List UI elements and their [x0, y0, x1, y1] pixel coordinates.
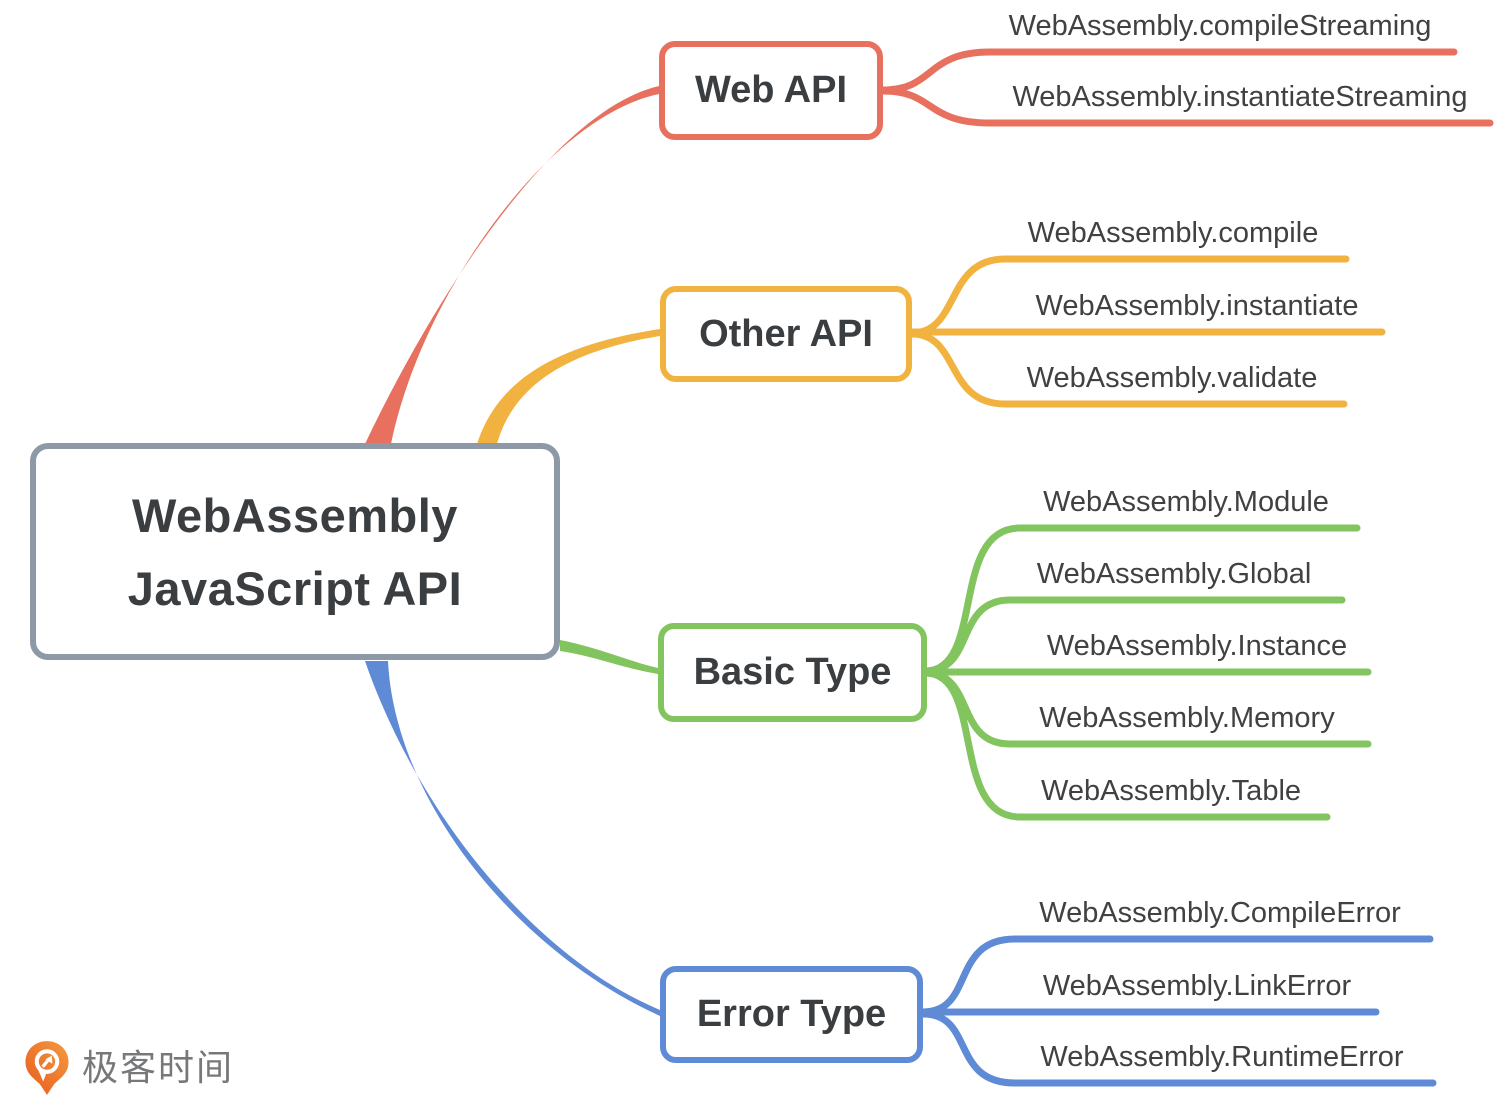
branch-node-basic-type: Basic Type — [658, 623, 927, 722]
leaf-module: WebAssembly.Module — [1043, 486, 1329, 518]
root-node: WebAssembly JavaScript API — [30, 443, 560, 660]
geektime-logo-text: 极客时间 — [82, 1047, 235, 1088]
leaf-table: WebAssembly.Table — [1040, 775, 1302, 807]
leaf-validate: WebAssembly.validate — [1026, 362, 1318, 394]
root-title-line1: WebAssembly — [132, 488, 458, 542]
connector-error-type-child-2 — [919, 1010, 1437, 1087]
root-title-line2: JavaScript API — [127, 561, 463, 615]
branch-label: Other API — [699, 312, 873, 355]
geektime-logo: 极客时间 — [24, 1040, 234, 1096]
connector-root-error-type — [365, 661, 660, 1016]
leaf-instantiate: WebAssembly.instantiate — [1035, 290, 1359, 322]
leaf-compile: WebAssembly.compile — [1027, 217, 1319, 249]
connector-root-basic-type — [560, 640, 658, 674]
connector-web-api-child-0 — [879, 48, 1458, 94]
branch-label: Basic Type — [693, 651, 892, 693]
leaf-memory: WebAssembly.Memory — [1039, 702, 1335, 734]
connector-web-api-child-1 — [879, 87, 1494, 127]
connector-basic-type-child-1 — [923, 596, 1346, 675]
connector-root-other-api — [477, 329, 660, 444]
leaf-global: WebAssembly.Global — [1036, 558, 1312, 590]
leaf-compile-streaming: WebAssembly.compileStreaming — [1008, 10, 1432, 42]
branch-node-other-api: Other API — [660, 286, 912, 382]
connector-root-web-api — [365, 86, 659, 444]
branch-node-web-api: Web API — [659, 41, 883, 140]
branch-label: Error Type — [696, 993, 887, 1035]
leaf-runtime-error: WebAssembly.RuntimeError — [1040, 1041, 1404, 1073]
leaf-link-error: WebAssembly.LinkError — [1042, 970, 1352, 1002]
branch-label: Web API — [694, 69, 848, 111]
leaf-instantiate-streaming: WebAssembly.instantiateStreaming — [1012, 81, 1468, 113]
connector-basic-type-child-4 — [923, 669, 1331, 821]
connector-error-type-child-0 — [919, 935, 1434, 1016]
leaf-instance: WebAssembly.Instance — [1046, 630, 1348, 662]
branch-node-error-type: Error Type — [660, 966, 923, 1063]
geektime-pin-icon — [25, 1041, 69, 1095]
connector-other-api-child-2 — [908, 330, 1348, 408]
leaf-compile-error: WebAssembly.CompileError — [1039, 897, 1401, 929]
